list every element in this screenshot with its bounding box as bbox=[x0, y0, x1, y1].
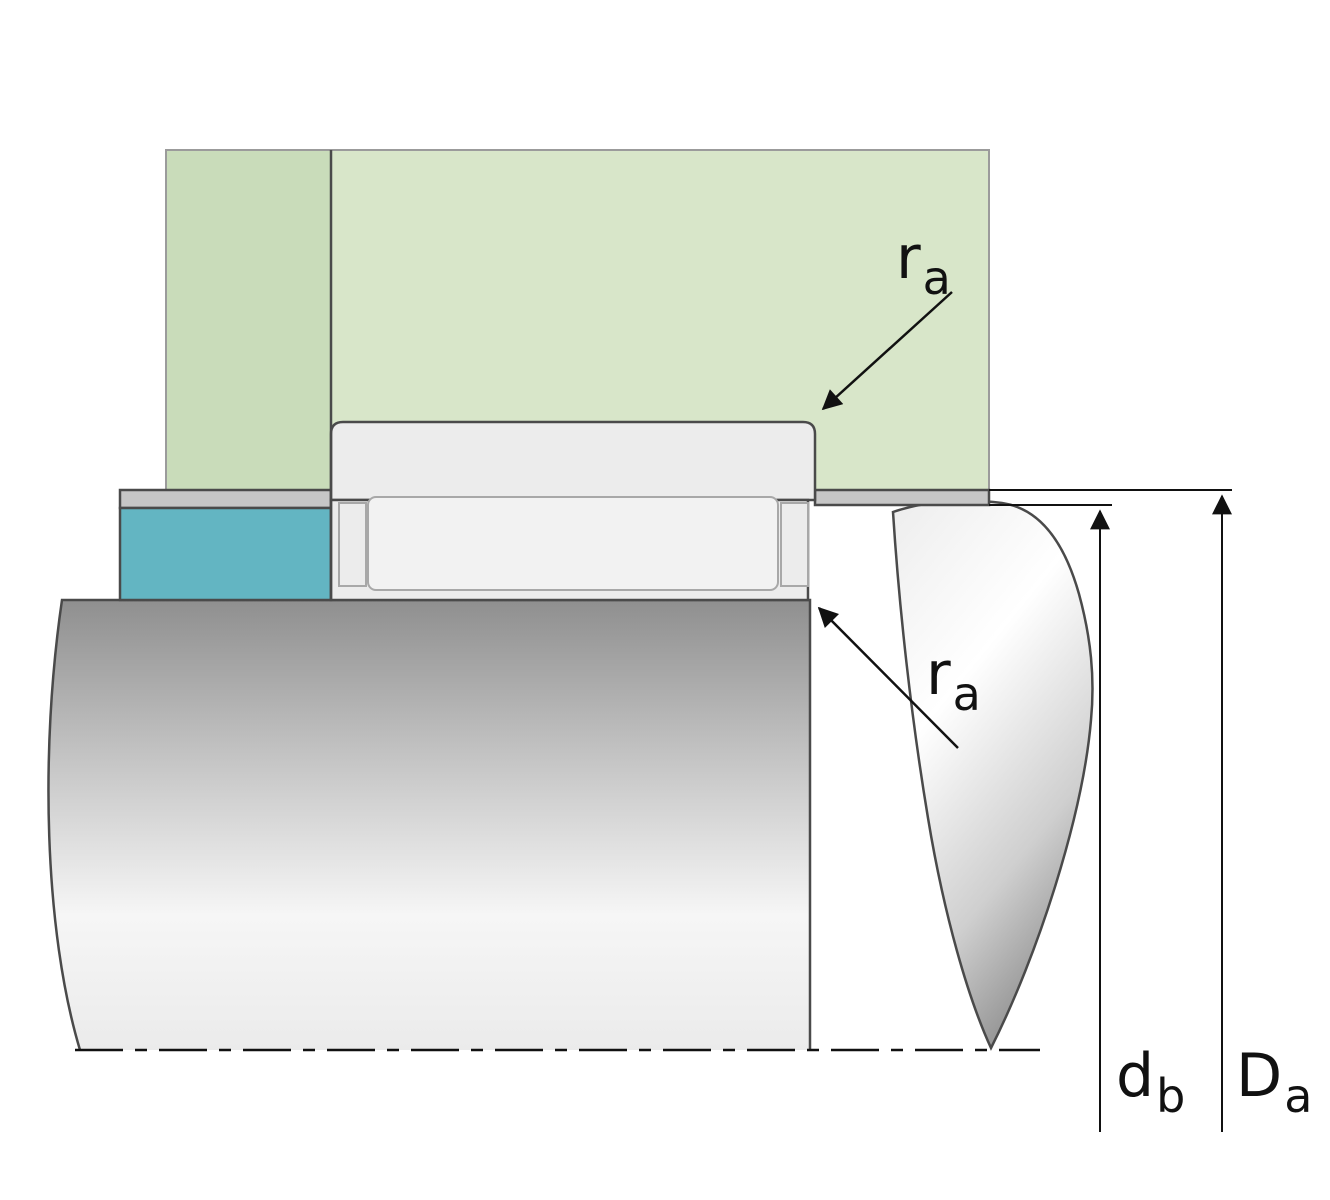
bearing-outer-ring bbox=[329, 420, 817, 502]
bearing-cage-left bbox=[338, 502, 367, 587]
locating-ring bbox=[118, 506, 333, 602]
bearing-roller bbox=[367, 496, 779, 591]
bearing-cage-right bbox=[780, 502, 809, 587]
abutment-strip-left bbox=[118, 488, 333, 510]
label-dimension-Da: Da bbox=[1236, 1041, 1312, 1123]
label-ra-top: ra bbox=[896, 223, 951, 305]
label-dimension-db: db bbox=[1116, 1041, 1185, 1123]
abutment-strip-right bbox=[813, 488, 991, 507]
housing-section-left bbox=[165, 149, 332, 491]
leader-arrow-ra-bottom bbox=[817, 606, 959, 749]
leader-arrow-ra-top bbox=[821, 291, 953, 411]
shaft-body-outline bbox=[47, 598, 812, 1051]
shaft-shoulder-fillet-surface bbox=[891, 499, 1094, 1051]
shaft-body bbox=[48, 600, 811, 1050]
label-ra-bottom: ra bbox=[926, 639, 981, 721]
